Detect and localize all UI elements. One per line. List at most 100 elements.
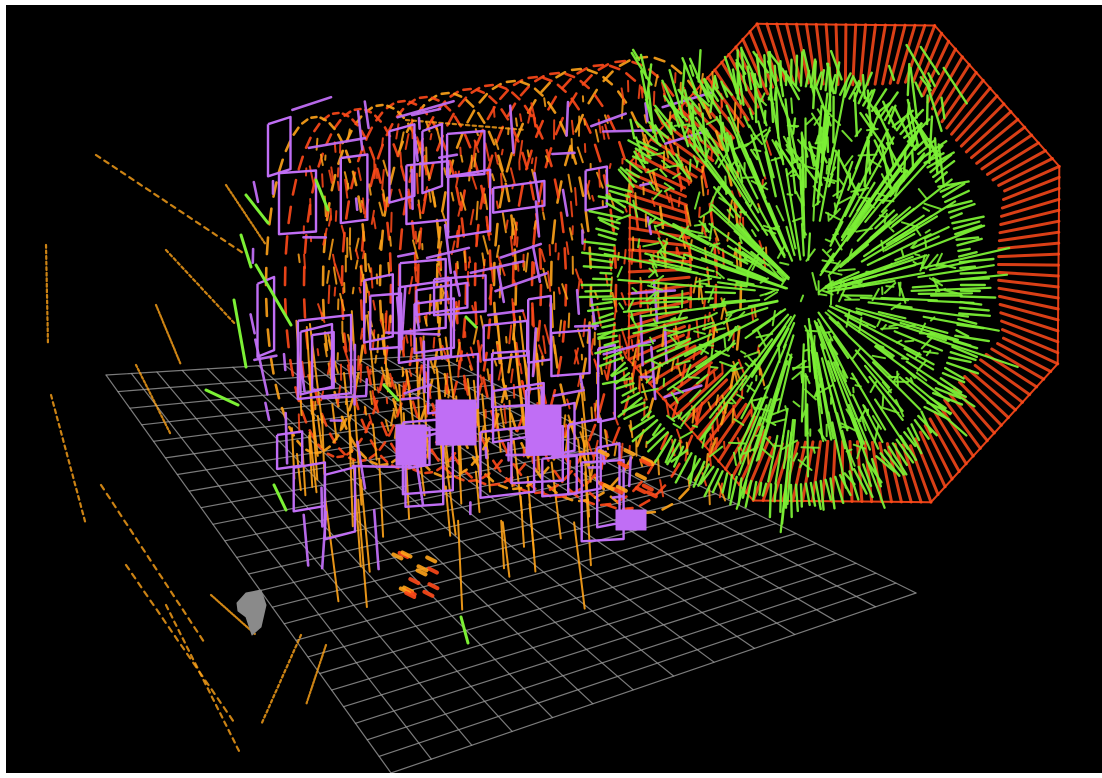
faint-track <box>55 415 59 422</box>
calorimeter-tower <box>923 424 954 481</box>
radial-track <box>698 126 751 208</box>
disk-hit <box>739 222 752 239</box>
top-track <box>906 62 911 97</box>
barrel-ring-segment <box>363 252 368 273</box>
hit <box>457 359 461 378</box>
disk-hit <box>777 344 781 363</box>
disk-hit <box>746 384 756 393</box>
hit <box>527 108 532 124</box>
disk-hit <box>904 339 915 343</box>
faint-track <box>294 643 298 649</box>
faint-track <box>164 603 170 611</box>
faint-track <box>152 563 158 571</box>
hit <box>494 151 499 165</box>
radial-track <box>622 305 680 313</box>
radial-track <box>807 232 812 261</box>
faint-track <box>146 554 152 562</box>
disk-hit <box>709 242 721 248</box>
top-track <box>769 84 775 124</box>
barrel-ring-segment <box>340 417 348 430</box>
end-cap-edge <box>930 362 1059 504</box>
top-track <box>926 86 943 133</box>
disk-hit <box>631 287 638 293</box>
barrel-ring-segment <box>347 396 355 412</box>
radial-track <box>617 278 704 288</box>
grid-line <box>117 364 457 393</box>
loose-track <box>244 193 270 225</box>
barrel-ring-segment <box>328 122 336 131</box>
hit <box>591 194 595 202</box>
radial-track <box>752 398 773 452</box>
hit <box>401 371 405 378</box>
outer-ring-hit <box>625 168 640 179</box>
disk-hit <box>836 321 848 335</box>
hit <box>486 368 490 381</box>
disk-hit <box>817 280 834 294</box>
event-display-viewport[interactable] <box>6 5 1102 773</box>
barrel-ring-segment <box>368 452 377 460</box>
top-track <box>802 49 816 97</box>
disk-hit <box>765 437 777 449</box>
faint-track <box>150 395 154 400</box>
disk-hit <box>789 173 797 177</box>
disk-hit <box>827 158 831 171</box>
event-display-canvas[interactable] <box>6 5 1102 773</box>
disk-hit <box>730 364 737 368</box>
top-track <box>863 95 881 119</box>
faint-track <box>75 487 79 494</box>
disk-hit <box>924 229 931 234</box>
muon-segment <box>627 456 633 488</box>
disk-hit <box>920 337 933 350</box>
hit <box>405 334 409 344</box>
barrel-ring-segment <box>584 210 590 233</box>
calorimeter-tower <box>959 102 1006 148</box>
muon-segment <box>282 352 287 372</box>
energy-deposit <box>422 589 435 598</box>
disk-hit <box>804 329 818 333</box>
radial-track <box>758 313 790 348</box>
muon-chamber <box>388 123 416 204</box>
hit <box>408 368 413 377</box>
top-track <box>721 121 729 153</box>
faint-track <box>219 712 224 719</box>
barrel-ring-segment <box>671 399 680 421</box>
hit <box>585 179 591 195</box>
barrel-ring-segment <box>470 86 481 94</box>
outer-ring-hit <box>741 478 748 499</box>
hit <box>594 399 598 412</box>
hit <box>720 97 724 108</box>
radial-track <box>855 310 948 342</box>
faint-track <box>49 393 54 400</box>
outer-ring-hit <box>752 480 758 501</box>
calorimeter-tower <box>866 23 877 86</box>
barrel-ring-segment <box>366 365 373 386</box>
disk-hit <box>916 359 927 372</box>
outer-ring-hit <box>584 289 613 293</box>
calorimeter-tower <box>928 417 961 473</box>
disk-hit <box>727 401 734 405</box>
top-track <box>873 139 895 182</box>
hit <box>521 310 527 322</box>
outer-ring-hit <box>598 312 614 320</box>
outer-ring-hit <box>605 202 625 214</box>
muon-segment <box>551 151 576 156</box>
calorimeter-tower <box>958 380 1003 427</box>
top-track <box>859 111 887 150</box>
disk-hit <box>678 225 690 240</box>
barrel-ring-segment <box>505 79 517 84</box>
top-track <box>882 100 897 130</box>
calorimeter-tower <box>1000 186 1061 210</box>
green-tracks <box>204 43 1019 645</box>
hit <box>700 223 708 239</box>
barrel-ring-segment <box>375 103 384 108</box>
muon-segment <box>417 116 421 130</box>
barrel-ring-segment <box>554 116 565 136</box>
barrel-ring-segment <box>556 83 567 93</box>
hit <box>351 286 355 295</box>
radial-track <box>750 338 774 367</box>
disk-hit <box>841 293 852 300</box>
hit <box>583 119 586 126</box>
hit <box>327 284 331 305</box>
radial-track <box>894 224 986 262</box>
radial-track <box>910 286 992 292</box>
